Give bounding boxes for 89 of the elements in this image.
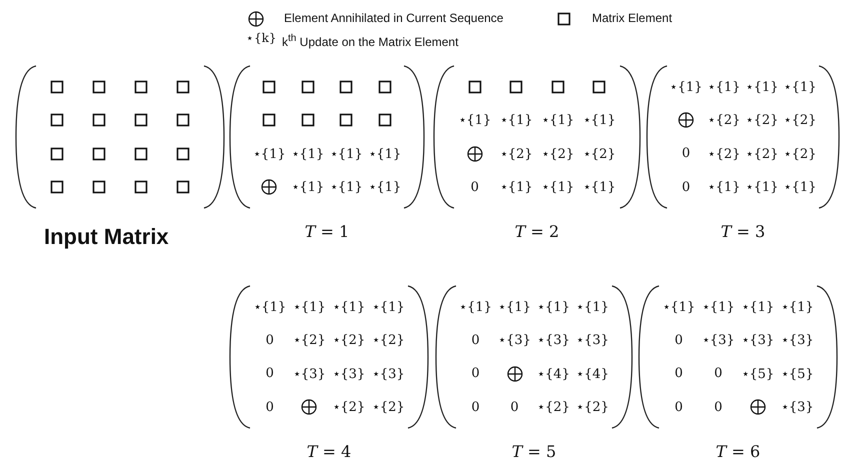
matrix-entry: ⋆{1} — [292, 298, 326, 315]
matrix-entry: ⋆{1} — [253, 298, 286, 315]
matrix-entry: 0 — [682, 146, 690, 162]
matrix-entry: ⋆{5} — [780, 366, 814, 382]
matrix-entry: ⋆{1} — [780, 298, 814, 315]
matrix-entry: ⋆{2} — [500, 146, 533, 162]
matrix-entry: 0 — [714, 400, 722, 415]
matrix-entry: ⋆{2} — [332, 399, 366, 416]
matrix-entry: ⋆{3} — [780, 332, 814, 348]
matrix-entry: ⋆{2} — [784, 146, 816, 162]
matrix-entry: 0 — [682, 180, 690, 195]
matrix-entry: 0 — [674, 332, 683, 348]
matrix-entry: ⋆{1} — [670, 78, 702, 95]
matrix-entry: ⋆{3} — [332, 366, 366, 382]
legend-text: Element Annihilated in Current Sequence — [284, 11, 504, 25]
matrix-entry: ⋆{1} — [500, 179, 533, 196]
matrix-entry: ⋆{4} — [576, 366, 609, 382]
legend-text: k$^{th}$ Update on the Matrix Element — [282, 33, 458, 49]
matrix-entry: ⋆{3} — [702, 332, 735, 348]
matrix-entry: ⋆{2} — [537, 399, 570, 416]
matrix-entry: 0 — [266, 332, 274, 348]
matrix-entry: ⋆{2} — [332, 332, 366, 348]
legend-symbol: ⋆{k} — [246, 31, 277, 45]
matrix-entry: 0 — [674, 366, 683, 382]
matrix-entry: ⋆{1} — [784, 179, 816, 196]
matrix-entry: 0 — [266, 400, 274, 415]
matrix-entry: ⋆{1} — [708, 179, 740, 196]
matrix-caption: T = 3 — [720, 222, 766, 241]
matrix-entry: ⋆{1} — [541, 112, 574, 128]
matrix-entry: 0 — [714, 366, 722, 382]
matrix-entry: ⋆{1} — [372, 298, 405, 315]
matrix-entry: 0 — [674, 400, 683, 415]
matrix-entry: ⋆{2} — [372, 399, 405, 416]
matrix-entry: ⋆{1} — [708, 78, 740, 95]
matrix-entry: ⋆{1} — [500, 112, 533, 128]
matrix-entry: ⋆{3} — [292, 366, 326, 382]
matrix-entry: ⋆{3} — [780, 399, 814, 416]
matrix-entry: ⋆{3} — [741, 332, 774, 348]
matrix-entry: ⋆{2} — [784, 112, 816, 128]
matrix-caption: T = 1 — [304, 222, 350, 241]
matrix-entry: ⋆{2} — [576, 399, 609, 416]
matrix-entry: ⋆{1} — [702, 298, 735, 315]
matrix-entry: ⋆{1} — [582, 179, 616, 196]
matrix-entry: ⋆{3} — [537, 332, 570, 348]
matrix-entry: ⋆{1} — [368, 146, 402, 162]
matrix-entry: ⋆{1} — [741, 298, 774, 315]
matrix-entry: ⋆{1} — [746, 78, 778, 95]
matrix-entry: ⋆{1} — [784, 78, 816, 95]
matrix-caption: Input Matrix — [44, 224, 169, 250]
matrix-entry: ⋆{3} — [372, 366, 405, 382]
matrix-entry: ⋆{1} — [368, 179, 402, 196]
matrix-entry: ⋆{2} — [292, 332, 326, 348]
matrix-entry: ⋆{3} — [576, 332, 609, 348]
matrix-caption: T = 2 — [514, 222, 560, 241]
matrix-entry: ⋆{2} — [372, 332, 405, 348]
matrix-entry: ⋆{1} — [541, 179, 574, 196]
matrix-entry: 0 — [471, 400, 480, 415]
matrix-entry: ⋆{1} — [330, 146, 363, 162]
matrix-caption: T = 6 — [716, 442, 760, 461]
matrix-entry: 0 — [470, 180, 479, 195]
matrix-entry: ⋆{3} — [498, 332, 531, 348]
legend-text: Matrix Element — [592, 11, 672, 25]
matrix-entry: 0 — [510, 400, 519, 415]
matrix-entry: ⋆{2} — [708, 112, 740, 128]
matrix-entry: ⋆{1} — [459, 298, 492, 315]
matrix-caption: T = 5 — [512, 442, 556, 461]
matrix-entry: ⋆{2} — [541, 146, 574, 162]
matrix-entry: ⋆{2} — [582, 146, 616, 162]
matrix-entry: ⋆{1} — [498, 298, 531, 315]
matrix-entry: ⋆{2} — [746, 112, 778, 128]
matrix-entry: 0 — [266, 366, 274, 382]
matrix-entry: ⋆{5} — [741, 366, 774, 382]
matrix-entry: 0 — [471, 332, 480, 348]
matrix-entry: ⋆{1} — [458, 112, 492, 128]
matrix-entry: ⋆{1} — [537, 298, 570, 315]
matrix-entry: ⋆{1} — [252, 146, 286, 162]
matrix-caption: T = 4 — [306, 442, 352, 461]
matrix-entry: ⋆{2} — [708, 146, 740, 162]
matrix-entry: ⋆{1} — [332, 298, 366, 315]
matrix-entry: ⋆{1} — [330, 179, 363, 196]
matrix-entry: ⋆{2} — [746, 146, 778, 162]
matrix-entry: ⋆{1} — [746, 179, 778, 196]
matrix-entry: ⋆{1} — [291, 146, 324, 162]
matrix-entry: 0 — [471, 366, 480, 382]
matrix-entry: ⋆{1} — [662, 298, 696, 315]
matrix-entry: ⋆{1} — [576, 298, 609, 315]
matrix-entry: ⋆{4} — [537, 366, 570, 382]
matrix-entry: ⋆{1} — [291, 179, 324, 196]
matrix-entry: ⋆{1} — [582, 112, 616, 128]
